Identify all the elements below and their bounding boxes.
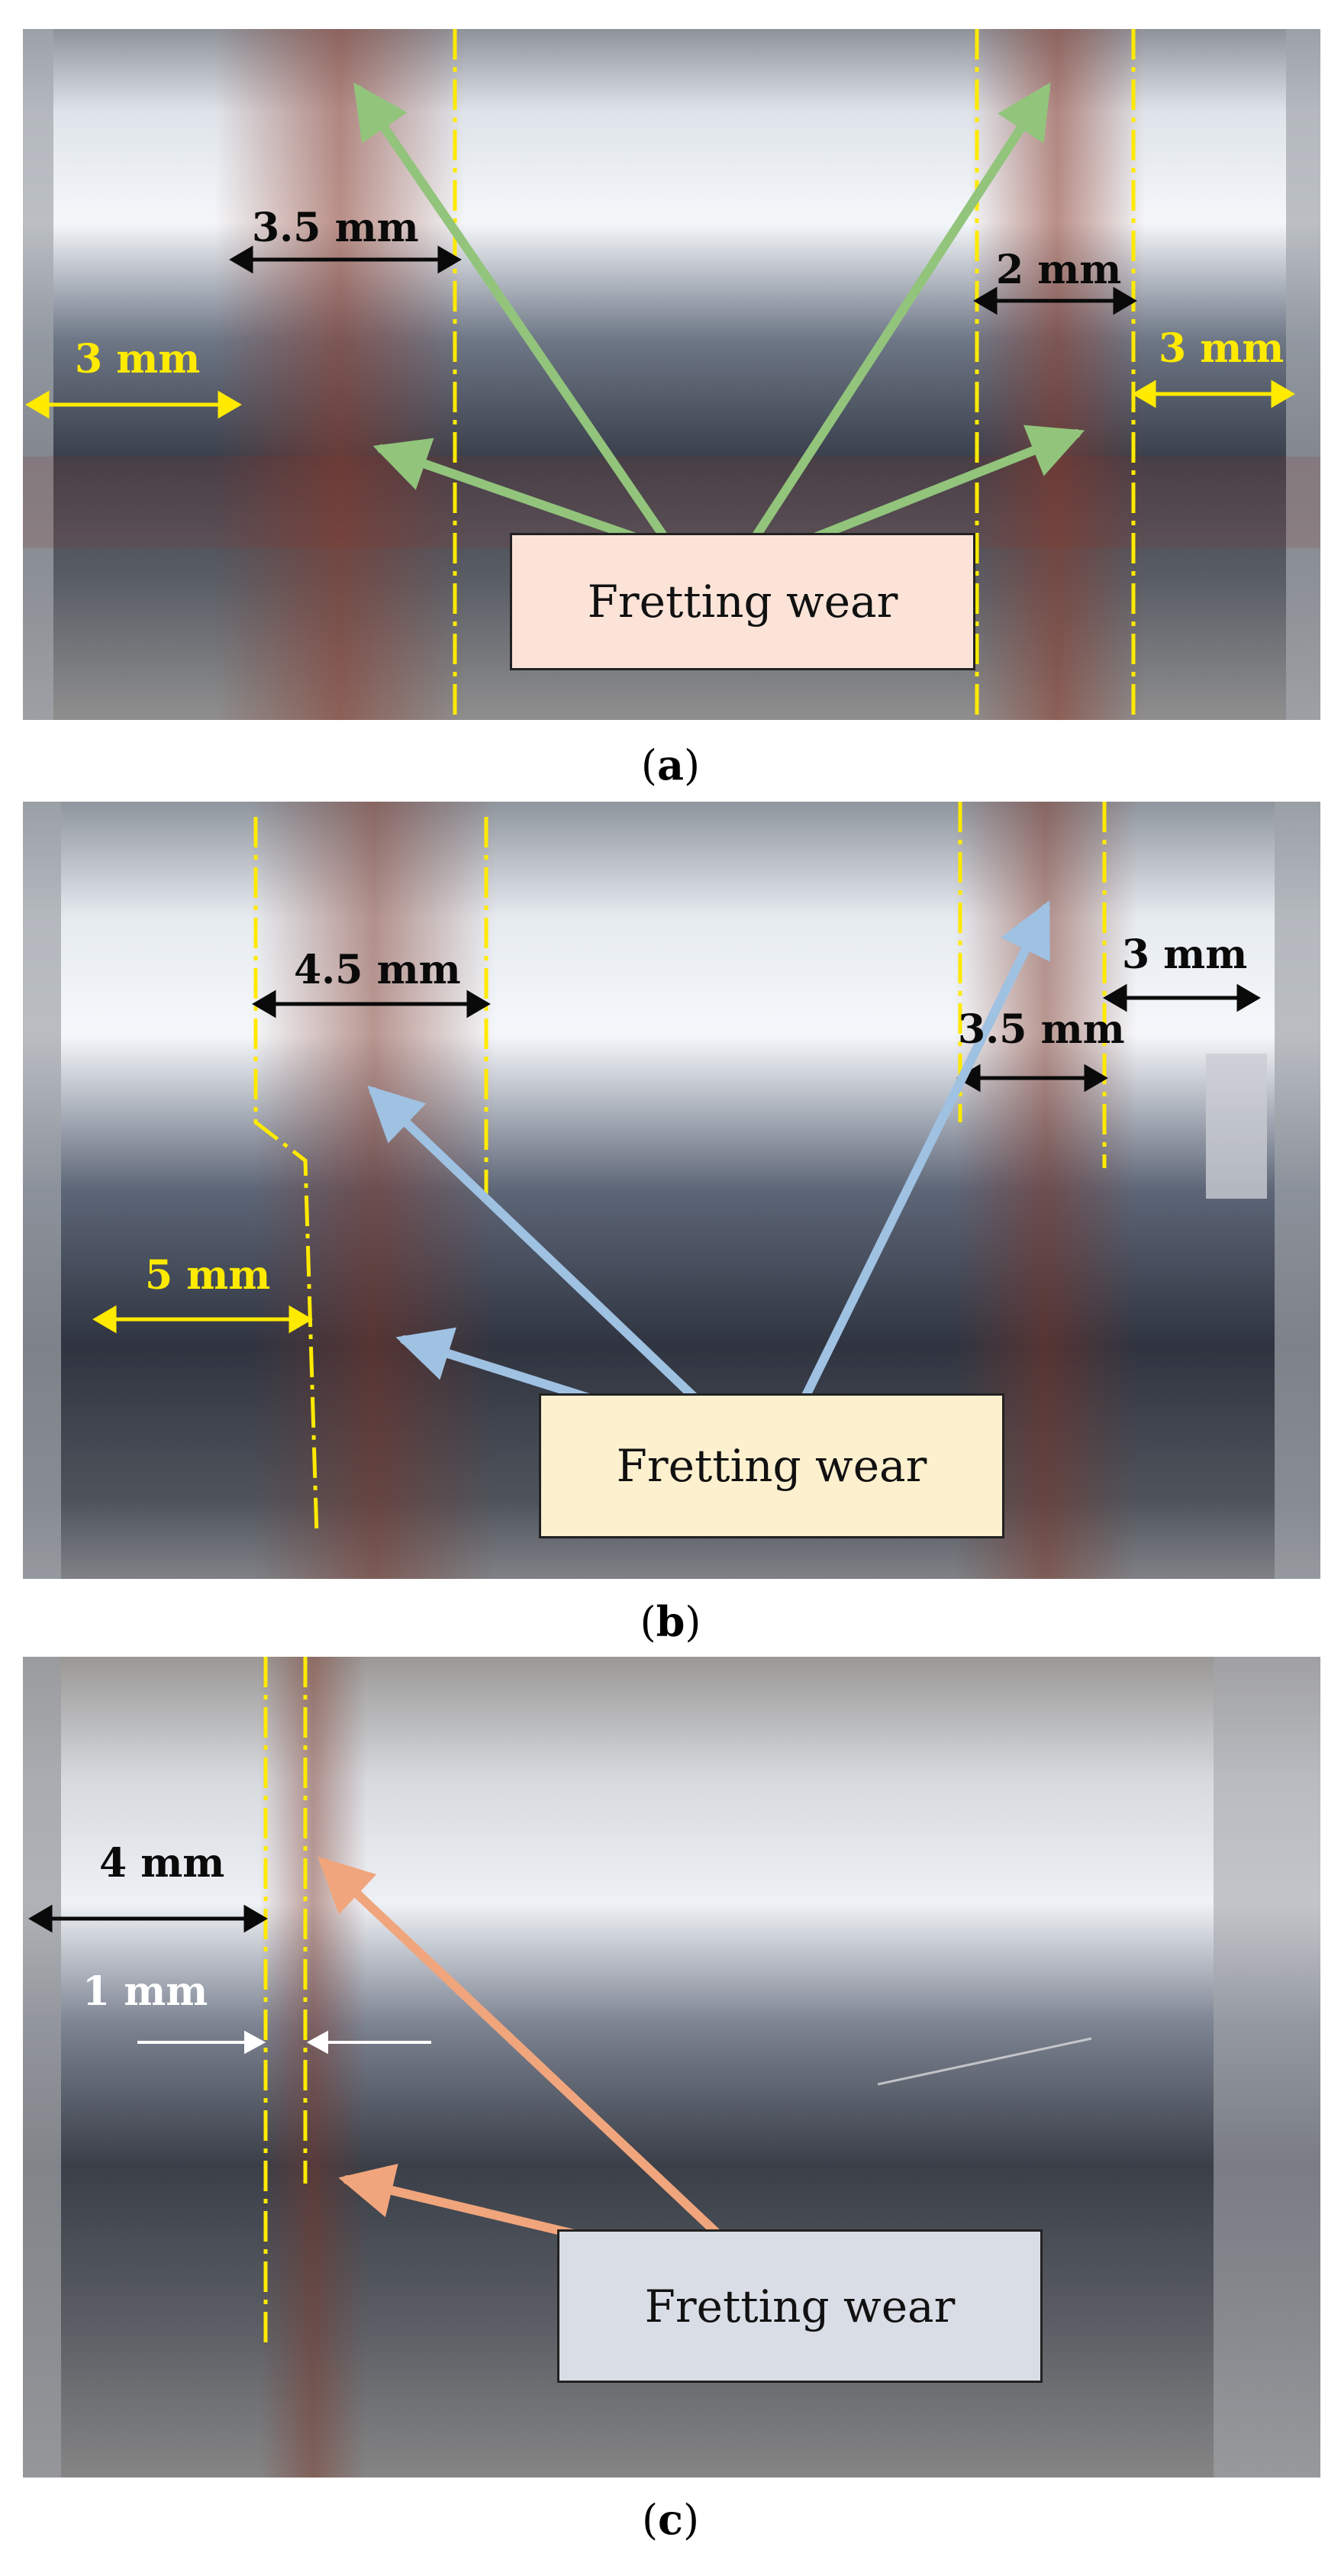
shaft-end-right — [1275, 802, 1320, 1579]
dim-arrow — [25, 390, 242, 419]
dim-arrow — [137, 2030, 431, 2055]
panel-caption-letter: a — [657, 741, 684, 789]
dim-label: 3.5 mm — [958, 1006, 1125, 1053]
shaft-end-right — [1214, 1657, 1320, 2478]
panel-caption: (c) — [641, 2495, 700, 2544]
dim-label: 2 mm — [996, 247, 1122, 293]
fretting-wear-label-box: Fretting wear — [510, 533, 975, 670]
dim-arrow — [252, 989, 491, 1018]
dim-arrow — [956, 1064, 1108, 1093]
dim-arrow — [973, 286, 1137, 315]
dim-label: 5 mm — [145, 1252, 271, 1299]
panel-caption-letter: c — [658, 2495, 683, 2544]
shaft-end-left — [23, 802, 61, 1579]
wear-zone-left — [214, 29, 466, 720]
shaft-photo-a — [23, 29, 1320, 720]
dim-arrow — [229, 245, 462, 274]
guide-line — [253, 817, 319, 1535]
surface-damage — [1206, 1054, 1267, 1199]
dim-arrow — [92, 1305, 313, 1334]
panel-caption-letter: b — [656, 1597, 685, 1646]
dim-label: 3 mm — [75, 336, 201, 383]
shaft-end-left — [23, 29, 53, 720]
photo-panel-b: 4.5 mm 3 mm 3.5 mm 5 mm Fretting wear — [23, 802, 1320, 1579]
wear-zone-left — [252, 802, 496, 1579]
panel-caption: (a) — [640, 741, 701, 789]
pointer-arrow — [318, 1856, 730, 2245]
wear-zone-right — [969, 29, 1145, 720]
pointer-arrow — [751, 82, 1051, 541]
dim-label: 3 mm — [1159, 325, 1285, 372]
dim-arrow — [28, 1904, 268, 1933]
dim-arrow — [1103, 983, 1261, 1012]
pointer-arrow — [367, 1085, 707, 1409]
dim-label: 4 mm — [99, 1840, 225, 1887]
dim-label: 3 mm — [1122, 931, 1248, 978]
panel-caption: (b) — [640, 1597, 701, 1646]
fretting-wear-label-box: Fretting wear — [557, 2229, 1043, 2383]
pointer-arrow — [353, 82, 669, 541]
dim-label: 4.5 mm — [294, 947, 461, 993]
shaft-end-right — [1286, 29, 1320, 720]
fretting-wear-label-box: Fretting wear — [539, 1393, 1004, 1538]
dim-label: 1 mm — [82, 1968, 208, 2015]
dim-label: 3.5 mm — [252, 205, 419, 251]
photo-panel-a: 3.5 mm 2 mm 3 mm 3 mm Fretting wear — [23, 29, 1320, 720]
pointer-arrows — [353, 82, 1085, 541]
scratch — [877, 2037, 1092, 2086]
shaft-end-left — [23, 1657, 61, 2478]
dim-arrow — [1132, 379, 1295, 408]
pointer-arrow — [812, 424, 1085, 541]
wear-zone — [259, 1657, 366, 2478]
pointer-arrow — [372, 437, 638, 541]
photo-panel-c: 4 mm 1 mm Fretting wear — [23, 1657, 1320, 2478]
pointer-arrow — [797, 900, 1050, 1409]
